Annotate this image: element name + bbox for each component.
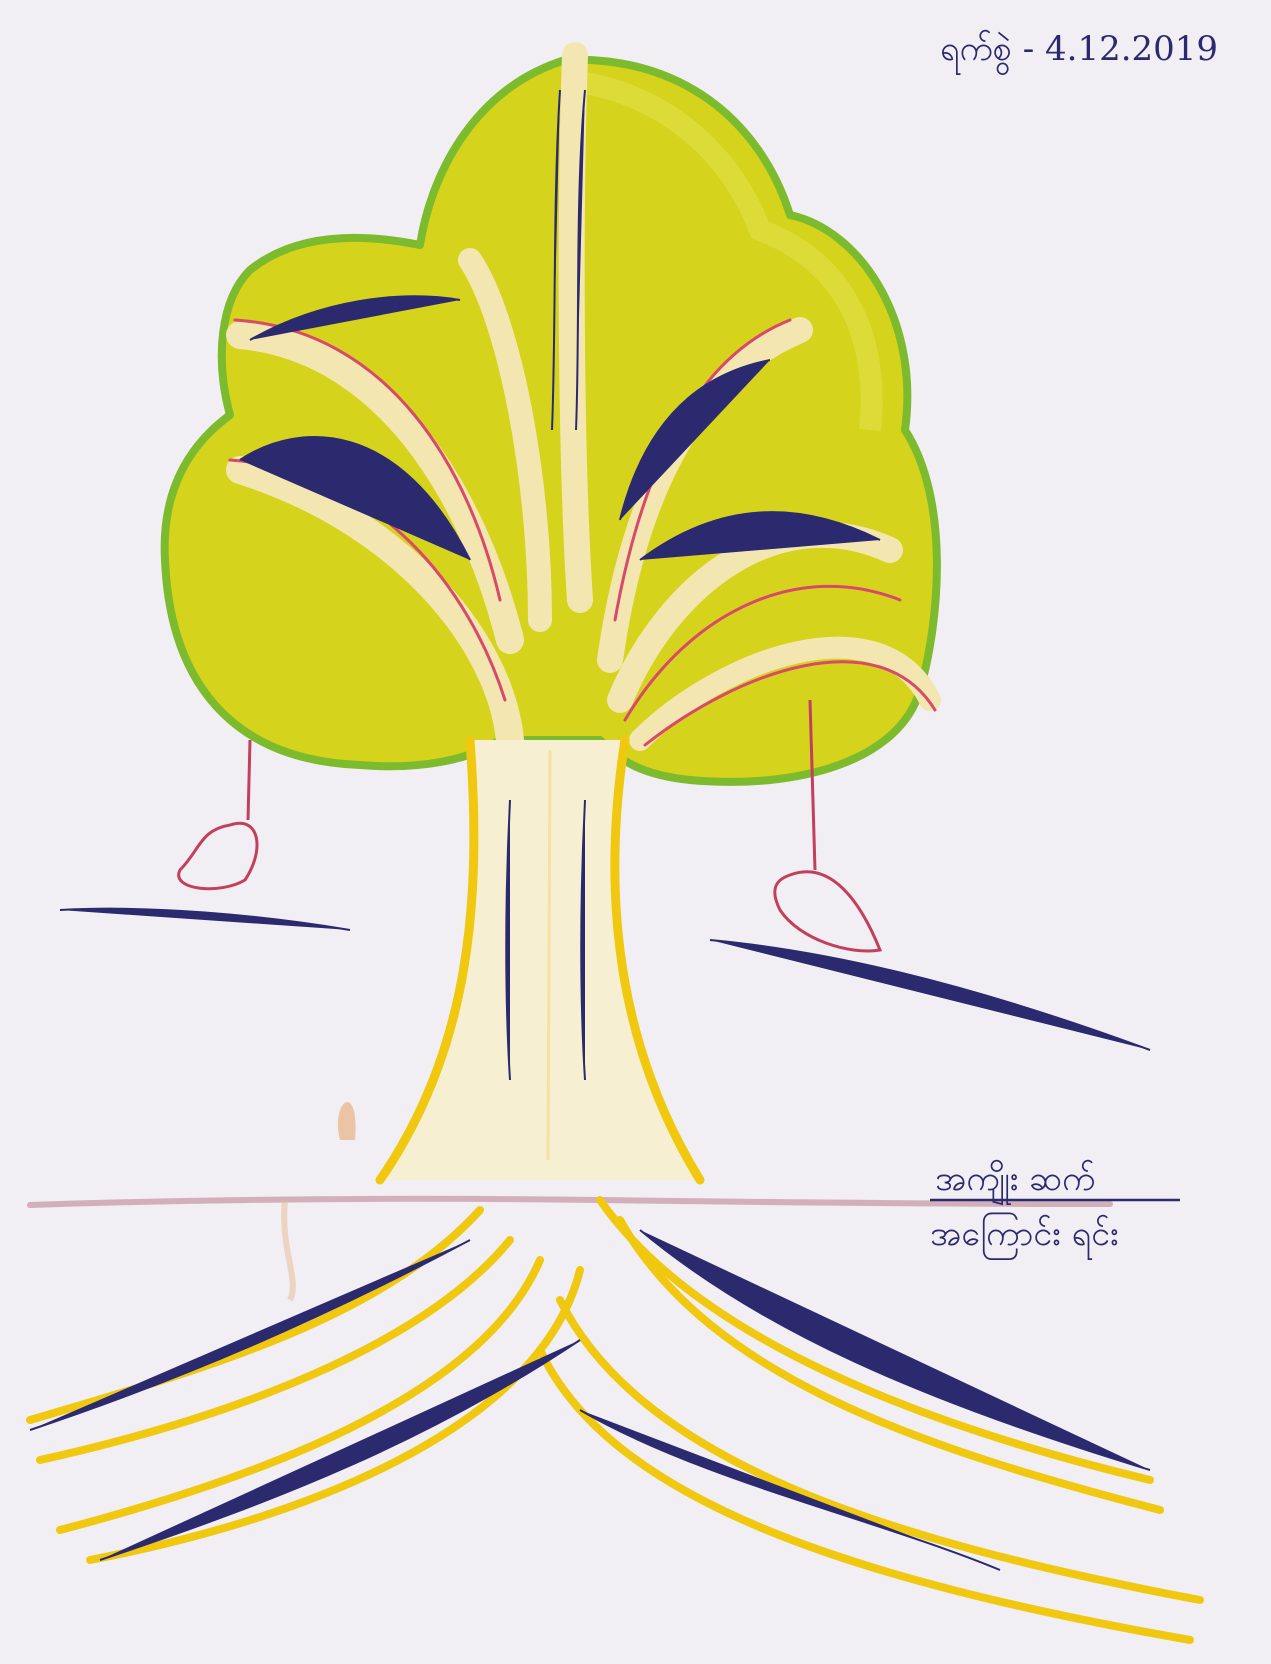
date-label: ရက်စွဲ - 4.12.2019 <box>940 29 1218 75</box>
legend-cause-label: အကြောင်း ရင်း <box>930 1214 1119 1260</box>
fruit-left-stem <box>248 740 250 820</box>
trunk-center-line <box>548 750 550 1160</box>
legend-effect-label: အကျိုး ဆက် <box>935 1159 1095 1205</box>
